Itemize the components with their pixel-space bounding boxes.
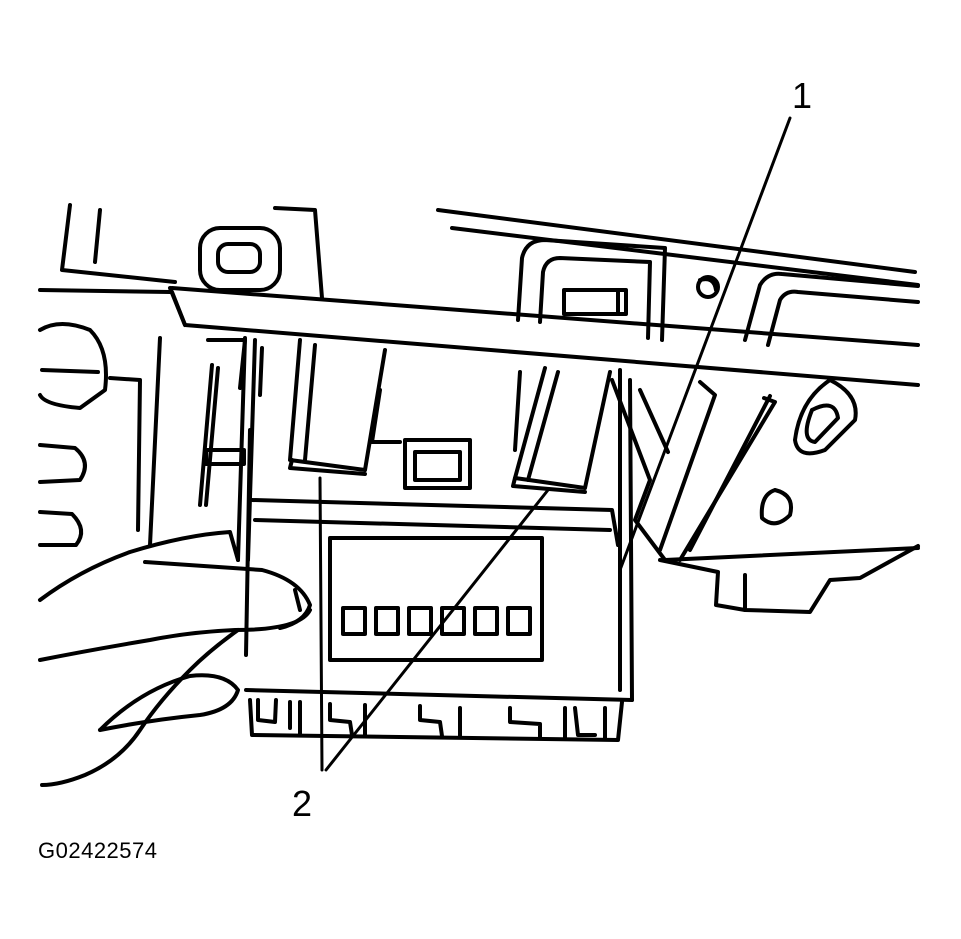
- left-slot: [198, 226, 282, 292]
- center-housing: [516, 238, 720, 342]
- hand: [38, 530, 312, 787]
- left-wall: [38, 322, 264, 562]
- right-retaining-clip: [511, 366, 612, 494]
- callout-1: 1: [792, 75, 813, 116]
- leader-line-2b: [324, 488, 550, 772]
- leader-line-2a: [318, 476, 324, 772]
- left-retaining-clip: [288, 338, 387, 476]
- right-housing: [743, 271, 920, 347]
- leader-lines: [318, 116, 792, 772]
- right-bracket: [610, 378, 920, 614]
- dash-panel: [38, 203, 920, 387]
- module-body: [244, 368, 634, 742]
- callout-2: 2: [292, 783, 313, 824]
- leader-line-1: [618, 116, 792, 572]
- figure-id: G02422574: [38, 838, 158, 863]
